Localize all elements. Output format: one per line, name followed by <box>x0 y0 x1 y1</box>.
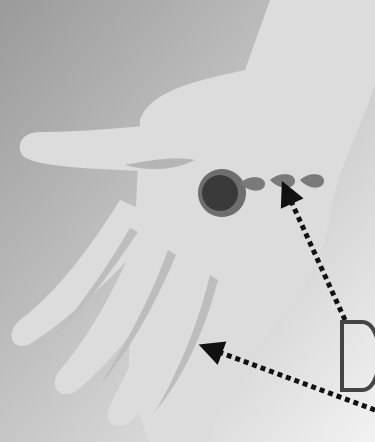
lesion-core <box>202 175 238 211</box>
